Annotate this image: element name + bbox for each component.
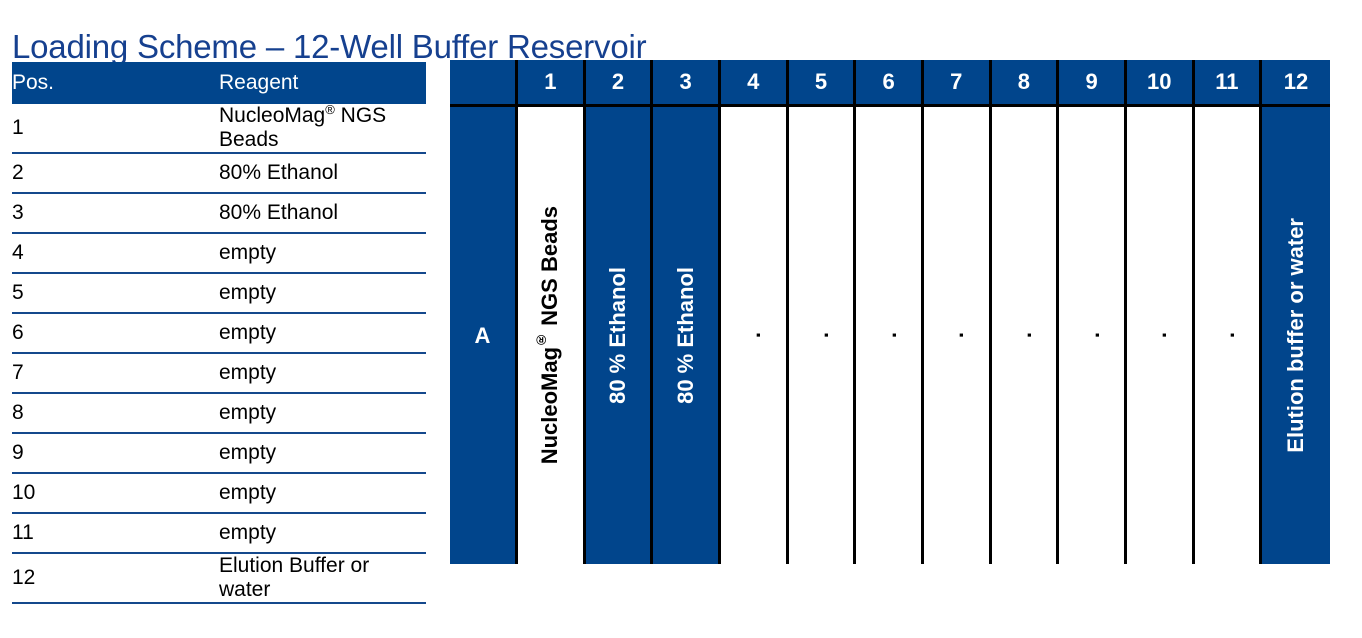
table-header-row: Pos. Reagent <box>12 62 426 104</box>
plate-well-label: 80 % Ethanol <box>672 267 698 404</box>
plate-well-a7[interactable]: . <box>923 107 992 564</box>
plate-well-a3[interactable]: 80 % Ethanol <box>653 107 721 564</box>
plate-well-a2[interactable]: 80 % Ethanol <box>585 107 654 564</box>
plate-well-a9[interactable]: . <box>1059 107 1127 564</box>
plate-row-label-a: A <box>450 107 518 564</box>
cell-position: 1 <box>12 104 219 154</box>
empty-well-marker-icon: . <box>1078 332 1104 339</box>
registered-trademark-icon: ® <box>325 102 335 117</box>
cell-reagent: 80% Ethanol <box>219 153 426 194</box>
plate-well-a4[interactable]: . <box>720 107 789 564</box>
plate-well-a1[interactable]: NucleoMag® NGS Beads <box>518 107 586 564</box>
registered-trademark-icon: ® <box>534 332 549 348</box>
cell-position: 7 <box>12 353 219 394</box>
cell-reagent: empty <box>219 473 426 514</box>
plate-well-label: 80 % Ethanol <box>604 267 630 404</box>
well-label-prefix: NucleoMag <box>537 347 563 465</box>
empty-well-marker-icon: . <box>740 332 766 339</box>
plate-well-label: Elution buffer or water <box>1283 218 1309 453</box>
plate-well-a10[interactable]: . <box>1126 107 1195 564</box>
column-header-position: Pos. <box>12 62 219 104</box>
cell-position: 12 <box>12 553 219 604</box>
plate-column-header-2[interactable]: 2 <box>585 60 654 104</box>
empty-well-marker-icon: . <box>1213 332 1239 339</box>
cell-position: 3 <box>12 193 219 234</box>
plate-column-header-9[interactable]: 9 <box>1059 60 1127 104</box>
plate-column-header-6[interactable]: 6 <box>856 60 924 104</box>
plate-well-a11[interactable]: . <box>1194 107 1263 564</box>
cell-reagent: NucleoMag® NGS Beads <box>219 102 426 154</box>
cell-position: 8 <box>12 393 219 434</box>
plate-column-header-1[interactable]: 1 <box>518 60 586 104</box>
page-title: Loading Scheme – 12-Well Buffer Reservoi… <box>12 28 647 66</box>
plate-column-header-12[interactable]: 12 <box>1262 60 1330 104</box>
cell-reagent: empty <box>219 353 426 394</box>
plate-column-header-7[interactable]: 7 <box>923 60 992 104</box>
reagent-name-prefix: NucleoMag <box>219 104 326 127</box>
empty-well-marker-icon: . <box>1146 332 1172 339</box>
plate-well-a5[interactable]: . <box>788 107 857 564</box>
plate-column-header-11[interactable]: 11 <box>1194 60 1263 104</box>
cell-reagent: empty <box>219 233 426 274</box>
plate-well-a8[interactable]: . <box>991 107 1060 564</box>
cell-reagent: 80% Ethanol <box>219 193 426 234</box>
plate-column-header-5[interactable]: 5 <box>788 60 857 104</box>
cell-position: 10 <box>12 473 219 514</box>
plate-well-row-a: A NucleoMag® NGS Beads 80 % Ethanol 80 % Et… <box>450 104 1330 564</box>
plate-well-a6[interactable]: . <box>856 107 924 564</box>
cell-position: 9 <box>12 433 219 474</box>
empty-well-marker-icon: . <box>1010 332 1036 339</box>
empty-well-marker-icon: . <box>875 332 901 339</box>
cell-position: 2 <box>12 153 219 194</box>
plate-column-header-4[interactable]: 4 <box>720 60 789 104</box>
cell-position: 11 <box>12 513 219 554</box>
cell-position: 5 <box>12 273 219 314</box>
cell-reagent: Elution Buffer or water <box>219 553 426 604</box>
cell-reagent: empty <box>219 393 426 434</box>
empty-well-marker-icon: . <box>943 332 969 339</box>
column-header-reagent: Reagent <box>219 62 426 104</box>
cell-reagent: empty <box>219 513 426 554</box>
cell-reagent: empty <box>219 313 426 354</box>
cell-position: 6 <box>12 313 219 354</box>
plate-column-header-8[interactable]: 8 <box>991 60 1060 104</box>
cell-reagent: empty <box>219 273 426 314</box>
reagent-name-suffix: NGS Beads <box>219 104 387 151</box>
plate-well-label: NucleoMag® NGS Beads <box>534 206 563 465</box>
cell-position: 4 <box>12 233 219 274</box>
plate-corner-cell <box>450 60 518 104</box>
plate-column-header-3[interactable]: 3 <box>653 60 721 104</box>
cell-reagent: empty <box>219 433 426 474</box>
well-label-suffix: NGS Beads <box>537 206 563 333</box>
plate-well-a12[interactable]: Elution buffer or water <box>1262 107 1330 564</box>
plate-column-header-10[interactable]: 10 <box>1126 60 1195 104</box>
empty-well-marker-icon: . <box>807 332 833 339</box>
